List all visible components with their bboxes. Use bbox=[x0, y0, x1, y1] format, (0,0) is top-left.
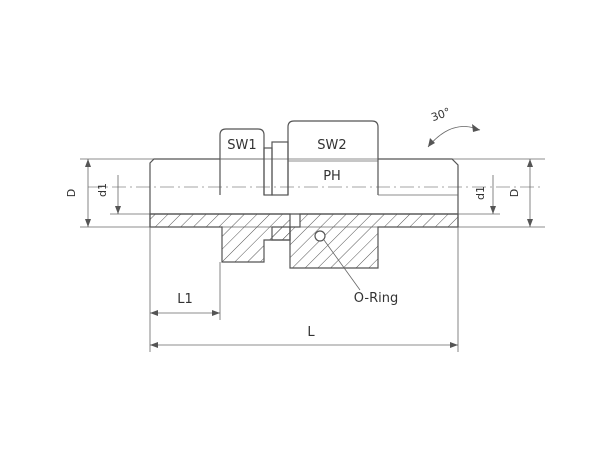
dimension-l1: L1 bbox=[149, 227, 221, 352]
sw1-label: SW1 bbox=[227, 138, 256, 153]
oring-label: O-Ring bbox=[354, 291, 398, 306]
svg-text:D: D bbox=[65, 189, 78, 197]
oring-leader: O-Ring bbox=[323, 239, 398, 306]
dimension-d1-right: d1 bbox=[474, 175, 496, 214]
dimension-d-right: D bbox=[508, 159, 533, 227]
svg-text:D: D bbox=[508, 189, 521, 197]
fitting-outline-upper bbox=[149, 120, 459, 227]
dimension-d1-left: d1 bbox=[96, 175, 121, 214]
dimension-d-left: D bbox=[65, 159, 91, 227]
svg-text:d1: d1 bbox=[474, 186, 487, 200]
svg-text:L: L bbox=[307, 325, 315, 340]
angle-label: 30° bbox=[429, 105, 452, 124]
oring-section bbox=[314, 230, 326, 242]
sw2-label: SW2 bbox=[317, 138, 346, 153]
fitting-section-lower bbox=[149, 213, 459, 269]
dimension-l: L bbox=[150, 227, 459, 352]
angle-annotation: 30° bbox=[427, 105, 481, 148]
ph-label: PH bbox=[323, 169, 341, 184]
svg-text:L1: L1 bbox=[177, 292, 193, 307]
svg-text:d1: d1 bbox=[96, 183, 109, 197]
